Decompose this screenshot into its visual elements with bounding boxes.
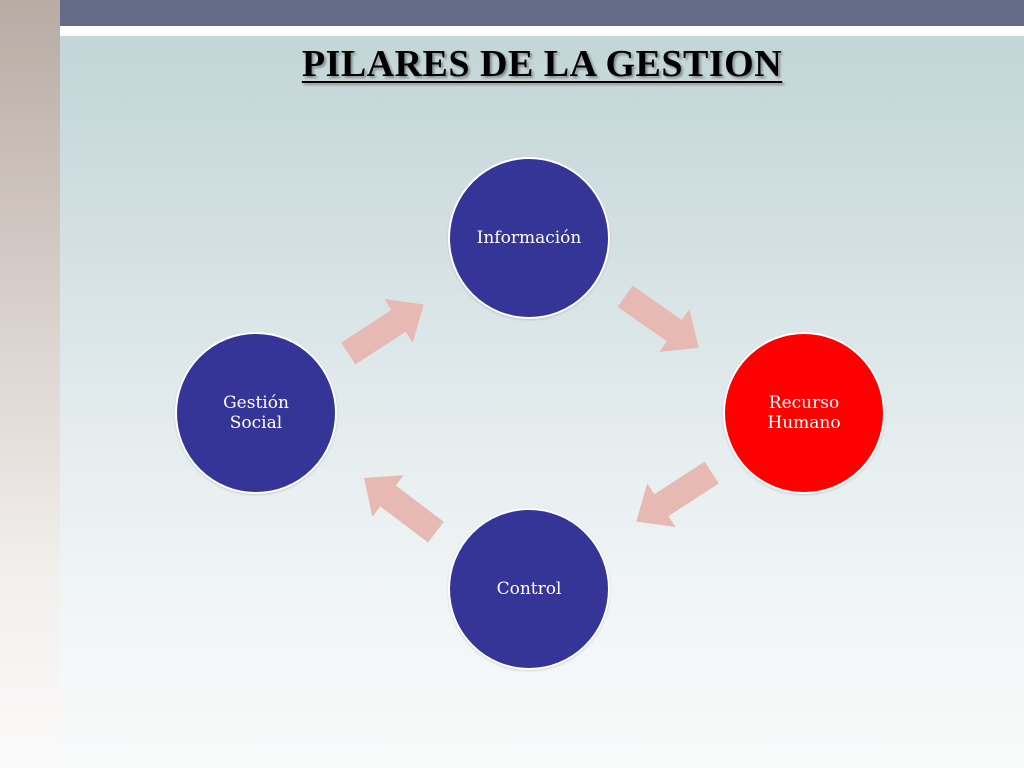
slide-title: PILARES DE LA GESTION	[301, 43, 783, 85]
left-decorative-band	[0, 0, 60, 768]
node-label: Recurso Humano	[767, 393, 841, 433]
top-divider-line	[60, 26, 1024, 36]
node-control: Control	[448, 508, 610, 670]
node-label: Gestión Social	[223, 393, 289, 433]
node-gestion-social: Gestión Social	[175, 332, 337, 494]
node-informacion: Información	[448, 157, 610, 319]
node-label: Control	[496, 579, 562, 599]
node-label: Información	[476, 228, 582, 248]
node-recurso-humano: Recurso Humano	[723, 332, 885, 494]
top-header-bar	[60, 0, 1024, 26]
